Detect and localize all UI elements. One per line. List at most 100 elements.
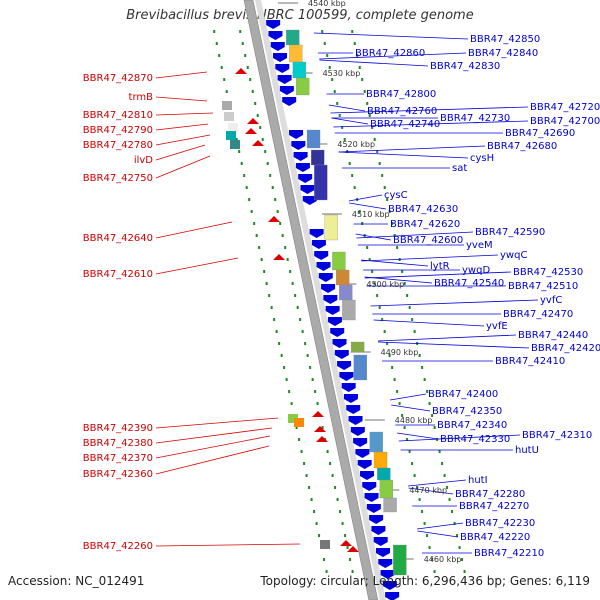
label-leader-line [338,145,486,153]
reverse-gene-arrow [341,383,356,392]
label-leader-line [331,117,369,125]
reverse-gene-label: BBR47_42850 [470,34,540,45]
reverse-gene-arrow [309,229,324,238]
label-leader-line [377,334,517,342]
forward-gene-arrow [235,68,247,74]
gene-block [292,61,307,79]
label-leader-line [373,319,485,327]
reverse-gene-arrow [380,570,395,579]
gene-block [393,544,407,576]
reverse-gene-label: cysH [470,153,494,164]
reverse-gene-arrow [353,438,368,447]
label-leader-line [155,221,233,239]
reverse-gene-arrow [275,64,290,73]
label-leader-line [313,32,469,40]
forward-gene-label: BBR47_42640 [83,233,153,244]
gene-features-layer [222,20,407,600]
forward-gene-arrow [273,254,285,260]
gene-block [306,129,321,149]
label-leader-line [370,299,539,307]
label-leader-line [397,432,439,440]
reverse-gene-arrow [270,42,285,51]
label-leader-line [155,134,211,146]
reverse-gene-arrow [362,482,377,491]
left-gene-block [230,140,240,149]
forward-gene-label: BBR47_42370 [83,453,153,464]
forward-gene-arrow [314,426,326,432]
forward-gene-arrow [312,411,324,417]
reverse-gene-label: BBR47_42720 [530,102,600,113]
label-leader-line [155,144,206,161]
reverse-gene-label: BBR47_42840 [468,48,538,59]
reverse-gene-label: BBR47_42230 [465,518,535,529]
label-leader-line [155,96,208,102]
dotted-guide-inner-left [239,30,354,573]
left-gene-block [228,123,238,132]
reverse-gene-arrow [373,537,388,546]
reverse-gene-arrow [334,350,349,359]
reverse-gene-label: BBR47_42760 [367,106,437,117]
reverse-gene-label: BBR47_42680 [487,141,557,152]
reverse-gene-arrow [277,75,292,84]
label-leader-line [398,434,521,442]
label-leader-line [328,104,366,112]
forward-gene-label: BBR47_42750 [83,173,153,184]
forward-gene-label: BBR47_42610 [83,269,153,280]
forward-gene-label: BBR47_42870 [83,73,153,84]
gene-block [324,214,338,241]
label-leader-line [356,231,474,239]
gene-block [350,341,365,353]
reverse-gene-arrow [295,163,310,172]
kbp-marker-label: 4470 kbp [409,486,447,495]
reverse-gene-arrow [332,339,347,348]
reverse-gene-label: BBR47_42220 [460,532,530,543]
kbp-marker-label: 4530 kbp [323,69,361,78]
reverse-gene-arrow [348,416,363,425]
reverse-gene-arrow [330,328,345,337]
label-leader-line [319,59,429,67]
forward-gene-label: BBR47_42360 [83,469,153,480]
label-leader-line [155,417,279,429]
label-leader-line [155,71,208,79]
label-leader-line [355,233,392,241]
label-leader-line [155,427,273,444]
kbp-marker-label: 4480 kbp [395,416,433,425]
reverse-gene-arrow [266,20,281,29]
reverse-gene-label: BBR47_42590 [475,227,545,238]
forward-gene-arrow [347,546,359,552]
forward-gene-label: BBR47_42380 [83,438,153,449]
reverse-gene-arrow [337,361,352,370]
reverse-gene-arrow [302,196,317,205]
label-leader-line [155,445,270,475]
reverse-gene-label: sat [452,163,467,174]
gene-block [379,479,393,499]
reverse-gene-arrow [359,471,374,480]
forward-gene-arrow [252,140,264,146]
forward-gene-arrow [245,128,257,134]
reverse-gene-arrow [346,405,361,414]
kbp-marker-label: 4520 kbp [337,140,375,149]
genome-axis-shadow [255,0,386,600]
label-leader-line [416,522,464,530]
label-leader-line [390,393,427,401]
reverse-gene-label: yvfC [540,295,562,306]
reverse-gene-label: BBR47_42630 [388,204,458,215]
reverse-gene-label: hutI [468,475,488,486]
reverse-gene-arrow [289,130,304,139]
reverse-gene-label: cysC [384,190,408,201]
reverse-gene-label: BBR47_42310 [522,430,592,441]
accession-label: Accession: NC_012491 [8,574,145,588]
label-leader-line [338,151,469,159]
label-leader-line [378,341,530,349]
reverse-gene-label: BBR47_42830 [430,61,500,72]
reverse-gene-label: BBR47_42620 [390,219,460,230]
reverse-gene-arrow [355,449,370,458]
gene-block [339,284,353,301]
gene-block [314,164,328,201]
reverse-gene-label: ywqC [500,250,527,261]
reverse-gene-label: BBR47_42700 [530,116,600,127]
label-leader-line [417,530,459,538]
reverse-gene-label: lytR [430,261,450,272]
reverse-gene-arrow [282,97,297,106]
